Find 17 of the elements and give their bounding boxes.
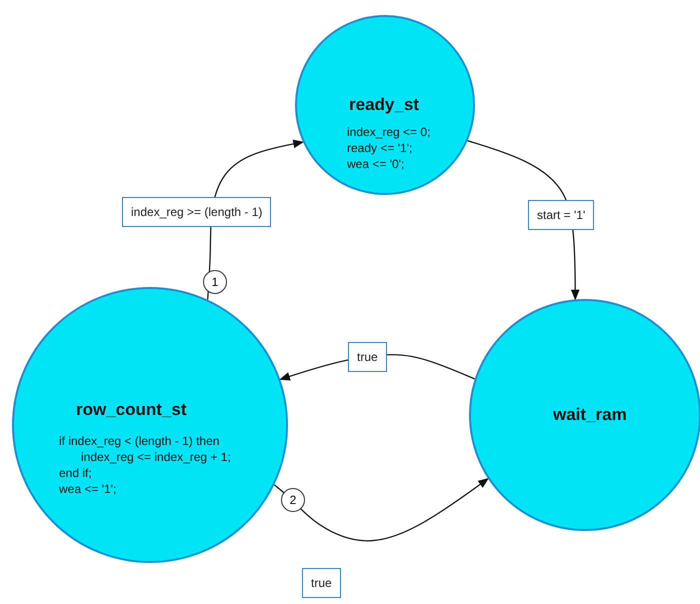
- transition-condition: true: [348, 342, 387, 372]
- action-text: wea <= '0';: [347, 157, 404, 171]
- action-text: if index_reg < (length - 1) then: [59, 434, 220, 448]
- priority-number: 2: [281, 488, 305, 512]
- state-name: row_count_st: [76, 400, 187, 420]
- transition-condition: index_reg >= (length - 1): [122, 197, 272, 227]
- action-text: ready <= '1';: [347, 141, 412, 155]
- action-text: end if;: [59, 466, 92, 480]
- action-text: index_reg <= index_reg + 1;: [81, 450, 231, 464]
- action-text: wea <= '1';: [59, 482, 116, 496]
- transition-arrow: [274, 478, 489, 542]
- transition-condition: true: [302, 568, 341, 598]
- transition-condition: start = '1': [528, 200, 594, 230]
- action-text: index_reg <= 0;: [347, 125, 430, 139]
- priority-number: 1: [203, 270, 227, 294]
- state-name: ready_st: [349, 95, 419, 115]
- state-name: wait_ram: [553, 405, 627, 425]
